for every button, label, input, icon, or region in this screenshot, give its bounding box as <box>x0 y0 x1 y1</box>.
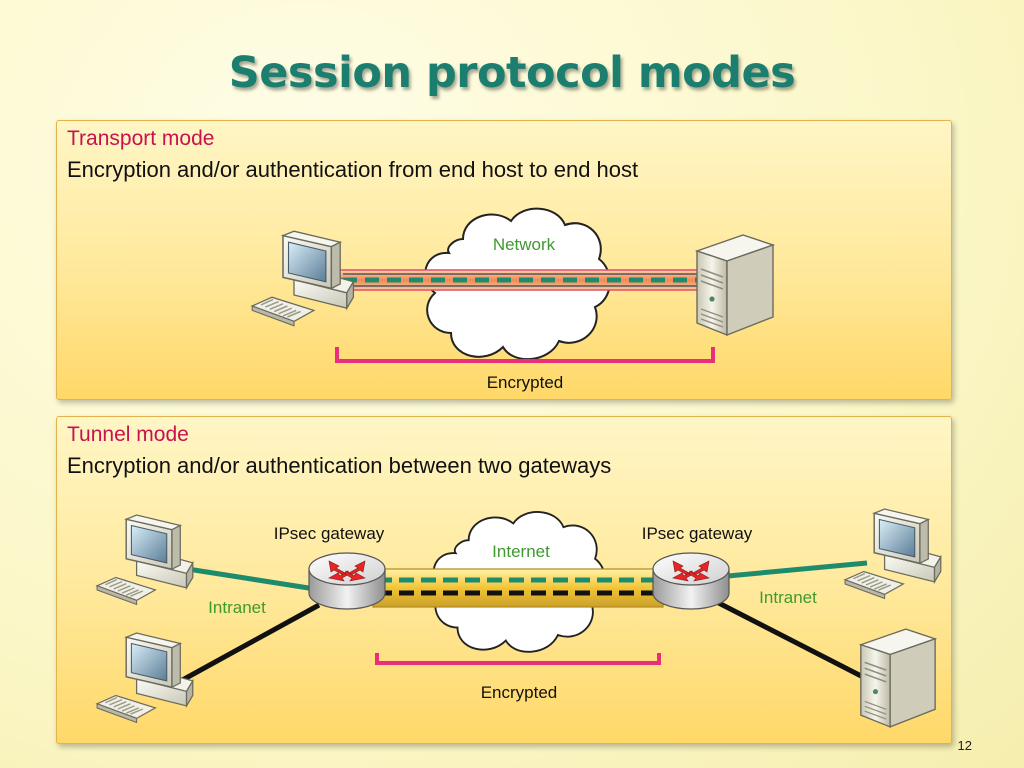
router-icon <box>652 552 730 610</box>
transport-mode-description: Encryption and/or authentication from en… <box>67 157 639 182</box>
intranet-right-label: Intranet <box>759 588 817 607</box>
transport-encrypted-link <box>338 269 712 291</box>
intranet-computer-icon <box>96 514 194 606</box>
encrypted-label: Encrypted <box>487 373 564 392</box>
page-number: 12 <box>957 738 972 753</box>
encrypted-bracket <box>375 653 661 665</box>
end-host-server-icon <box>696 234 774 336</box>
lan-link-left <box>175 602 321 686</box>
tunnel-mode-heading: Tunnel mode <box>67 423 189 446</box>
network-label: Network <box>493 235 556 254</box>
intranet-link-right <box>716 560 868 580</box>
intranet-computer-icon <box>844 508 942 600</box>
tunnel-mode-diagram: Internet IPsec gateway IPsec gateway Int… <box>96 508 942 728</box>
lan-computer-icon <box>96 632 194 724</box>
intranet-link-left <box>174 564 316 592</box>
ipsec-gateway-left-label: IPsec gateway <box>274 524 385 543</box>
transport-mode-diagram: Network Encrypted <box>251 207 774 392</box>
ipsec-tunnel <box>372 568 664 608</box>
ipsec-gateway-right-label: IPsec gateway <box>642 524 753 543</box>
transport-mode-heading: Transport mode <box>67 127 215 150</box>
encrypted-label: Encrypted <box>481 683 558 702</box>
transport-mode-panel: Transport mode Encryption and/or authent… <box>56 120 952 400</box>
server-icon <box>860 628 936 728</box>
slide-title: Session protocol modes <box>228 48 796 98</box>
tunnel-mode-description: Encryption and/or authentication between… <box>67 453 612 478</box>
encrypted-bracket <box>335 347 715 363</box>
intranet-left-label: Intranet <box>208 598 266 617</box>
router-icon <box>308 552 386 610</box>
internet-label: Internet <box>492 542 550 561</box>
end-host-computer-icon <box>251 230 355 327</box>
tunnel-mode-panel: Tunnel mode Encryption and/or authentica… <box>56 416 952 744</box>
lan-link-right <box>705 594 869 682</box>
